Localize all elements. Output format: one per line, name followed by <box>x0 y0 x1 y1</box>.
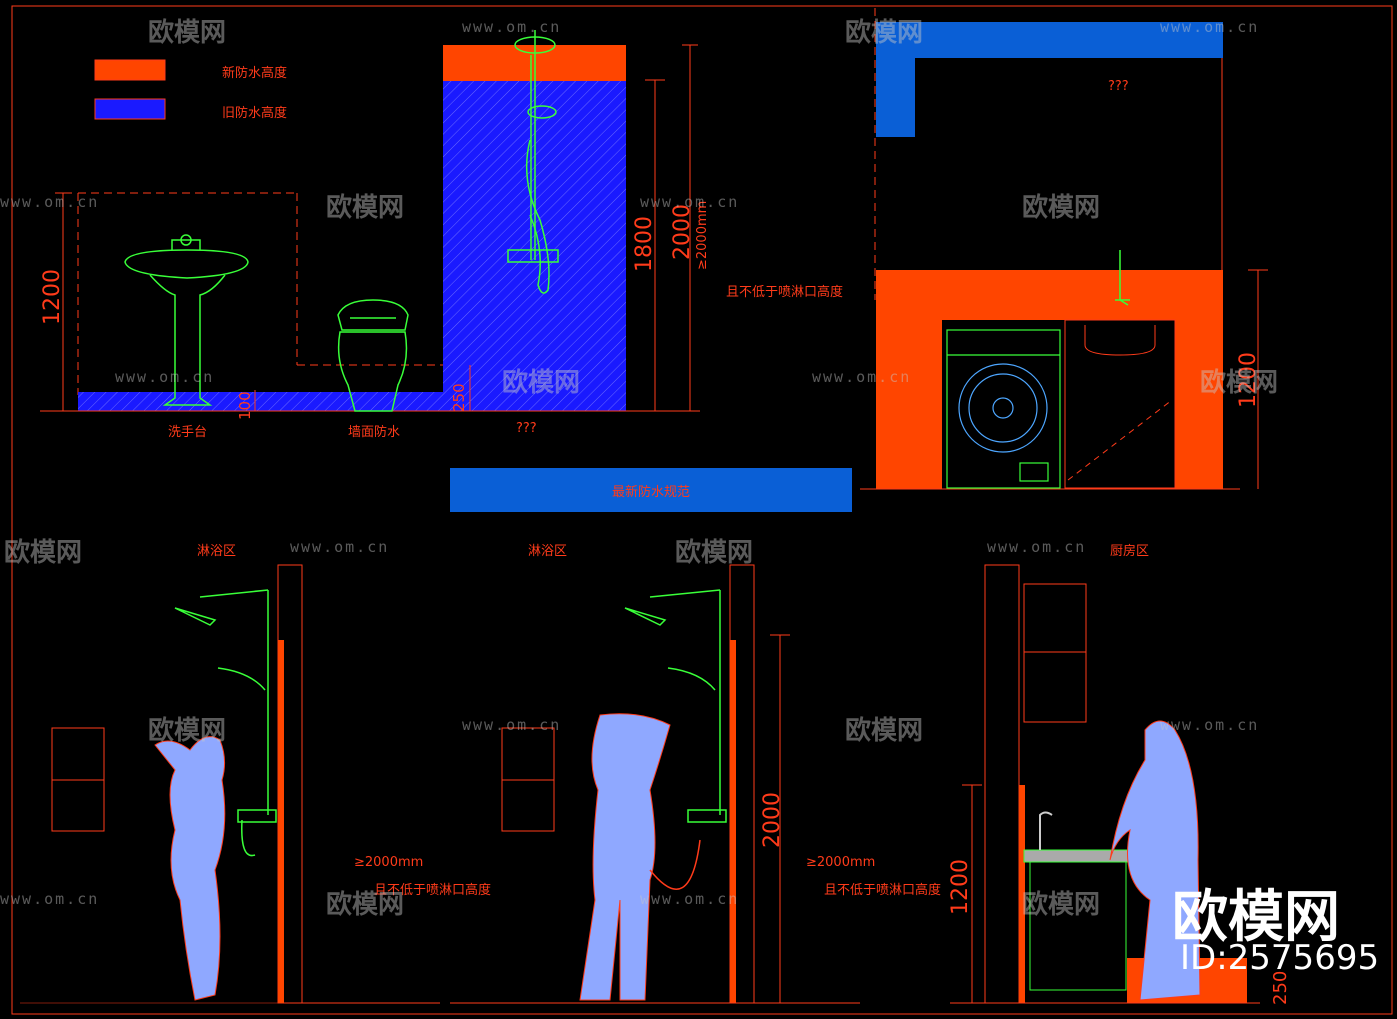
watermark-url: www.om.cn <box>812 368 912 386</box>
watermark-url: www.om.cn <box>0 193 100 211</box>
watermark-logo: 欧模网 <box>326 193 405 223</box>
watermark-url: www.om.cn <box>462 716 562 734</box>
watermark-logo: 欧模网 <box>845 716 924 746</box>
brand-logo: 欧模网 <box>1172 885 1340 950</box>
dim-1800: 1800 <box>632 216 657 272</box>
legend-old-label: 旧防水高度 <box>222 106 288 121</box>
bottom-panel-shower-1 <box>20 564 440 1004</box>
label-wall-waterproof: 墙面防水 <box>348 425 401 440</box>
watermark-url: www.om.cn <box>640 890 740 908</box>
watermark-logo: 欧模网 <box>326 890 405 920</box>
note2-height: ≥2000mm <box>806 855 876 870</box>
washing-machine <box>946 329 1061 489</box>
watermark-url: www.om.cn <box>1160 716 1260 734</box>
toilet <box>337 299 409 412</box>
watermark-logo: 欧模网 <box>148 18 227 48</box>
zone-label-shower-1: 淋浴区 <box>197 544 237 559</box>
pedestal-basin <box>124 234 249 406</box>
top-right-elevation <box>860 8 1268 490</box>
label-shower-area: ??? <box>516 421 537 436</box>
brand-id: ID:2575695 <box>1180 938 1380 978</box>
watermark-logo: 欧模网 <box>148 716 227 746</box>
bottom-panel-kitchen <box>950 564 1260 1004</box>
spec-banner: 最新防水规范 <box>450 468 852 512</box>
note1-height: ≥2000mm <box>354 855 424 870</box>
note2-nozzle: 且不低于喷淋口高度 <box>824 883 942 898</box>
watermark-url: www.om.cn <box>987 538 1087 556</box>
spec-banner-text: 最新防水规范 <box>611 484 690 500</box>
dim-1200: 1200 <box>40 269 65 325</box>
zone-label-kitchen: 厨房区 <box>1110 544 1150 559</box>
watermark-url: www.om.cn <box>115 368 215 386</box>
legend-new-swatch <box>94 59 166 81</box>
watermark-url: www.om.cn <box>1160 18 1260 36</box>
dim-2000mm: ≥2000mm <box>695 200 710 270</box>
top-left-elevation <box>40 30 700 412</box>
shower-fixture <box>507 30 559 294</box>
dim-100: 100 <box>236 391 254 420</box>
label-basin: 洗手台 <box>168 425 208 440</box>
note1-nozzle: 且不低于喷淋口高度 <box>374 883 492 898</box>
watermark-url: www.om.cn <box>462 18 562 36</box>
dim-2000: 2000 <box>670 204 695 260</box>
watermark-logo: 欧模网 <box>4 538 83 568</box>
label-unknown: ??? <box>1108 79 1129 94</box>
watermark-url: www.om.cn <box>0 890 100 908</box>
dim-2000-bottom: 2000 <box>760 792 785 848</box>
watermark-url: www.om.cn <box>290 538 390 556</box>
watermark-logo: 欧模网 <box>1200 368 1279 398</box>
watermark-logo: 欧模网 <box>1022 890 1101 920</box>
tap <box>1115 250 1130 306</box>
drawing-frame <box>11 5 1393 1015</box>
legend-new-label: 新防水高度 <box>222 66 288 81</box>
dim-250: 250 <box>450 383 468 412</box>
watermark-url: www.om.cn <box>640 193 740 211</box>
dim-1200-bottom: 1200 <box>948 859 973 915</box>
zone-label-shower-2: 淋浴区 <box>528 544 568 559</box>
bottom-panel-shower-2 <box>450 564 860 1004</box>
legend-old-swatch <box>94 98 166 120</box>
watermark-logo: 欧模网 <box>845 18 924 48</box>
watermark-logo: 欧模网 <box>1022 193 1101 223</box>
sink-cabinet <box>1064 319 1176 489</box>
note-nozzle-height: 且不低于喷淋口高度 <box>726 285 844 300</box>
watermark-logo: 欧模网 <box>502 368 581 398</box>
watermark-logo: 欧模网 <box>675 538 754 568</box>
